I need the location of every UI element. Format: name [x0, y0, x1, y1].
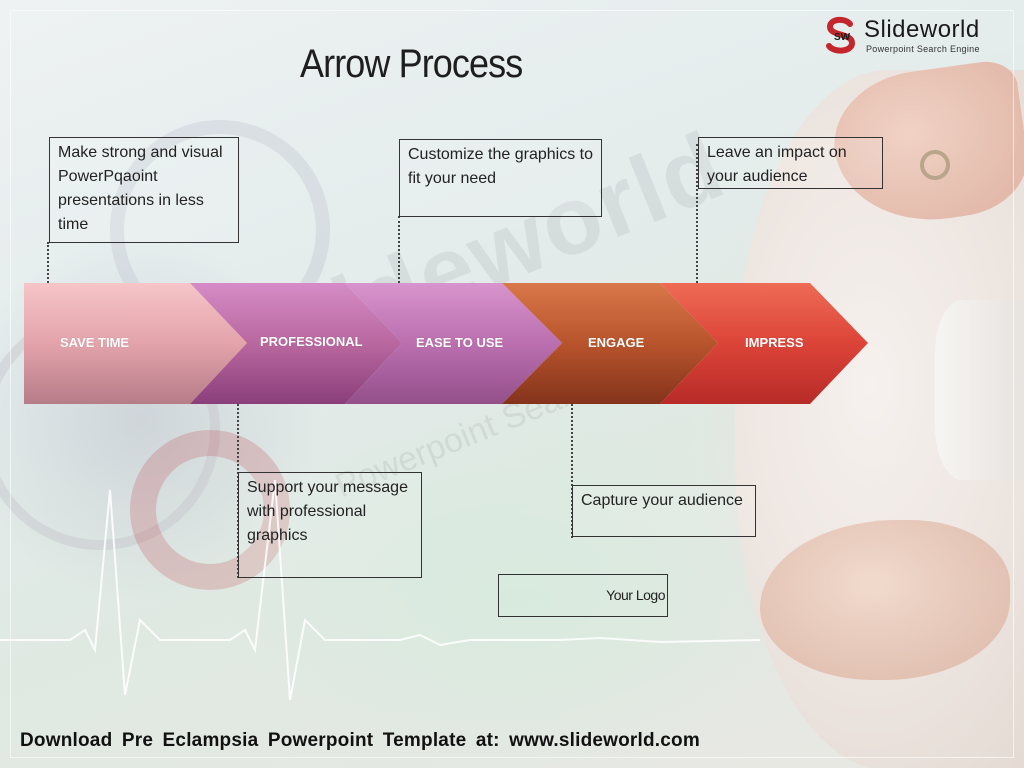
- brand-tagline: Powerpoint Search Engine: [866, 44, 980, 54]
- step-label-save-time: SAVE TIME: [60, 335, 130, 350]
- arrow-segment-professional: [190, 283, 402, 404]
- callout-ease-to-use: Customize the graphics to fit your need: [399, 139, 602, 217]
- slide-title: Arrow Process: [300, 42, 523, 86]
- footer-download-text: Download Pre Eclampsia Powerpoint Templa…: [20, 730, 700, 751]
- arrow-segment-engage: [502, 283, 718, 404]
- arrow-segment-ease-to-use: [345, 283, 562, 404]
- connector-line: [696, 144, 698, 283]
- arrow-segment-impress: [660, 283, 868, 404]
- callout-save-time: Make strong and visual PowerPqaoint pres…: [49, 137, 239, 243]
- arrow-segment-save-time: [24, 283, 247, 404]
- callout-impress: Leave an impact on your audience: [698, 137, 883, 189]
- sleeve-photo: [935, 300, 1024, 480]
- ecg-line-graphic: [0, 479, 760, 701]
- hand-photo: [760, 520, 1010, 680]
- logo-placeholder-text: Your Logo: [606, 587, 665, 603]
- logo-placeholder: Your Logo: [498, 574, 668, 617]
- slideworld-logo-icon: SW: [826, 16, 856, 54]
- step-label-engage: ENGAGE: [588, 335, 645, 350]
- connector-line: [47, 242, 49, 283]
- step-label-professional: PROFESSIONAL: [260, 334, 363, 349]
- slide-frame: [10, 10, 1014, 758]
- slideworld-logo: SW Slideworld Powerpoint Search Engine: [824, 16, 1010, 56]
- step-label-ease-to-use: EASE TO USE: [416, 335, 504, 350]
- connector-line: [571, 404, 573, 538]
- step-label-impress: IMPRESS: [745, 335, 804, 350]
- ring-icon: [920, 150, 950, 180]
- callout-engage: Capture your audience: [572, 485, 756, 537]
- brand-name: Slideworld: [864, 16, 980, 43]
- logo-mark-letters: SW: [834, 32, 851, 43]
- connector-line: [398, 216, 400, 283]
- callout-professional: Support your message with professional g…: [238, 472, 422, 578]
